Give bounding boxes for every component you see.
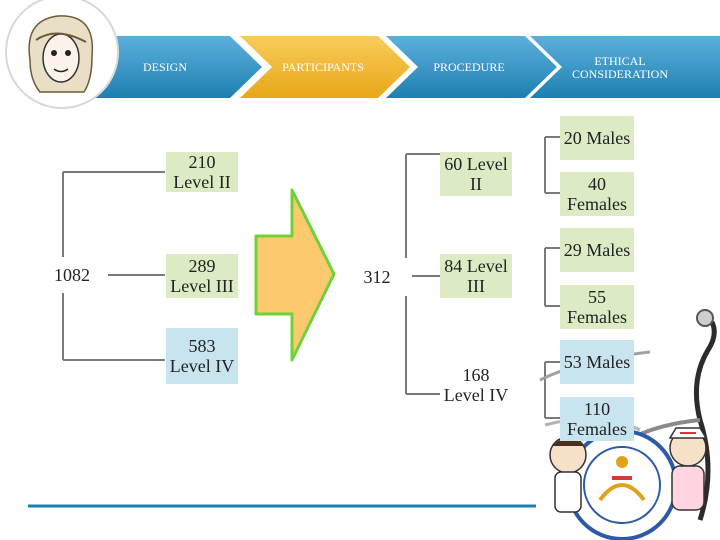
population-level-3: 289 Level III (166, 254, 238, 298)
flow-arrow (254, 188, 336, 362)
population-level-2: 210 Level II (166, 152, 238, 192)
sample-total: 312 (344, 258, 410, 296)
sample-level-3: 84 Level III (440, 254, 512, 298)
nav-step-procedure-shape[interactable] (386, 36, 557, 98)
nav-step-ethical-shape[interactable] (530, 36, 720, 98)
population-total: 1082 (36, 257, 108, 293)
gender-connectors (544, 136, 560, 419)
nav-step-participants-shape[interactable] (240, 36, 410, 98)
level-2-males: 20 Males (560, 116, 634, 160)
nav-step-procedure[interactable]: PROCEDURE (433, 59, 505, 74)
woman-portrait-icon (5, 0, 119, 109)
nav-step-participants[interactable]: PARTICIPANTS (282, 59, 364, 74)
level-3-females: 55 Females (560, 285, 634, 329)
nav-step-design[interactable]: DESIGN (143, 59, 187, 74)
level-4-females: 110 Females (560, 397, 634, 441)
nav-step-ethical-consideration[interactable]: ETHICAL CONSIDERATION (572, 54, 668, 81)
population-level-4: 583 Level IV (166, 328, 238, 384)
nav-bar (95, 36, 720, 98)
nav-step-design-shape[interactable] (95, 36, 262, 98)
level-2-females: 40 Females (560, 172, 634, 216)
sample-level-2: 60 Level II (440, 152, 512, 196)
sample-level-4: 168 Level IV (440, 352, 512, 418)
nurse-cartoon-icon (549, 427, 708, 513)
right-bracket (405, 153, 440, 395)
level-4-males: 53 Males (560, 340, 634, 384)
level-3-males: 29 Males (560, 228, 634, 272)
